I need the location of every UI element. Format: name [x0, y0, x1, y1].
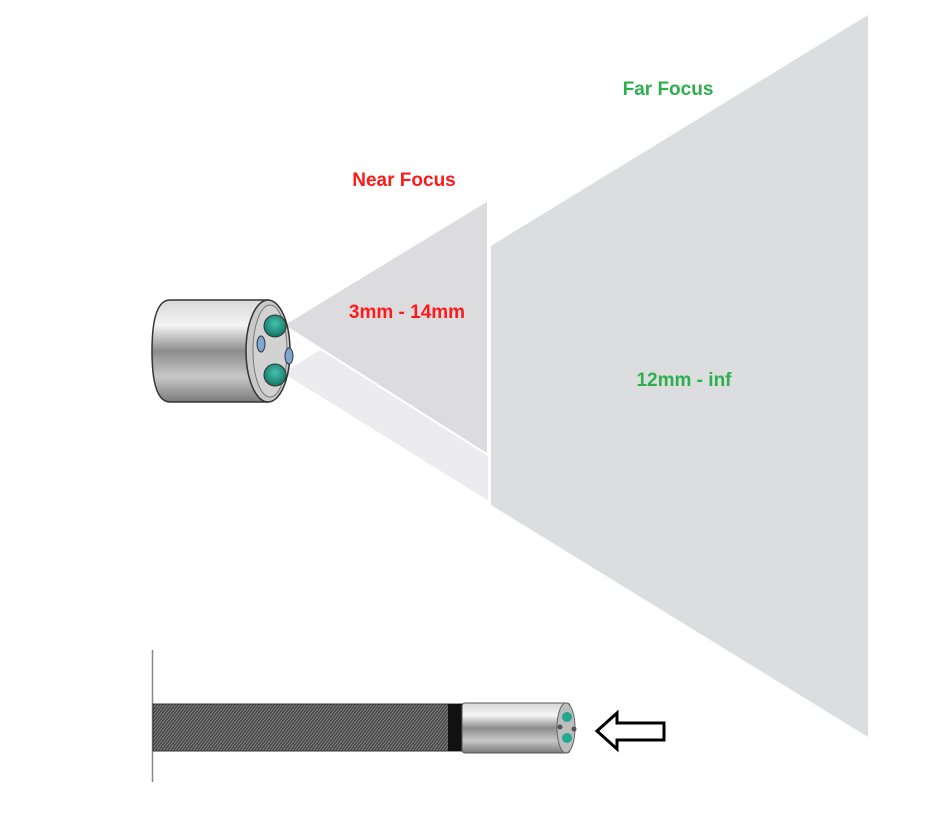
far-focus-range: 12mm - inf	[636, 370, 732, 391]
led-icon	[256, 335, 266, 353]
far-focus-title: Far Focus	[622, 79, 714, 100]
upper-lens-icon	[263, 314, 287, 338]
far-focus-cone	[491, 15, 868, 737]
led-icon	[284, 347, 294, 365]
probe-cable	[152, 702, 577, 754]
near-focus-title: Near Focus	[352, 170, 456, 191]
near-focus-range: 3mm - 14mm	[348, 302, 466, 323]
lower-lens-icon	[263, 363, 287, 387]
camera-head	[151, 299, 294, 403]
arrow-left-outline-icon	[594, 709, 666, 753]
